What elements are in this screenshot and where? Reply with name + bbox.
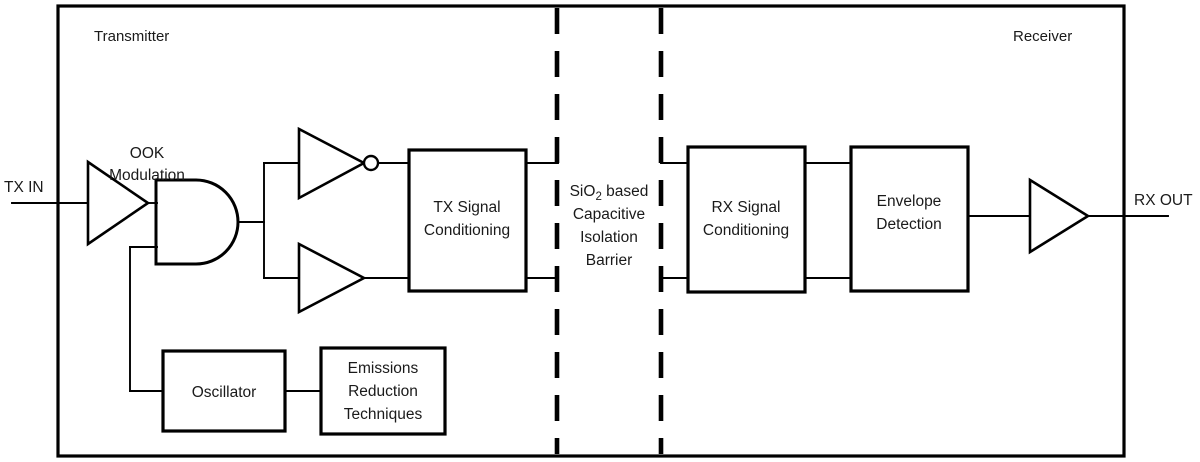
transmitter-label: Transmitter [94, 28, 169, 45]
barrier-label-line2: Capacitive [573, 206, 645, 223]
barrier-label-line1: SiO2 based [570, 183, 649, 203]
envelope-detection-block [849, 145, 970, 293]
tx-in-label: TX IN [4, 179, 44, 196]
barrier-label-line3: Isolation [580, 229, 638, 246]
emissions-reduction-label-line3: Techniques [344, 406, 423, 423]
rx-signal-conditioning-block [686, 145, 807, 294]
barrier-based-text: based [602, 183, 649, 200]
tx-signal-conditioning-label-line2: Conditioning [424, 222, 510, 239]
rx-signal-conditioning-label-line1: RX Signal [712, 199, 781, 216]
envelope-detection-label-line1: Envelope [877, 193, 942, 210]
input-buffer-amplifier [86, 159, 151, 247]
oscillator-block [161, 349, 287, 433]
emissions-reduction-label-line2: Reduction [348, 383, 418, 400]
emissions-reduction-block [319, 346, 447, 436]
envelope-detection-label-line2: Detection [876, 216, 941, 233]
and-gate [154, 178, 240, 266]
rx-signal-conditioning-label-line2: Conditioning [703, 222, 789, 239]
tx-signal-conditioning-block [407, 148, 528, 293]
barrier-label-line4: Barrier [586, 252, 633, 269]
rx-out-label: RX OUT [1134, 192, 1193, 209]
buffer-gate [297, 241, 367, 315]
ook-modulation-label-line2: Modulation [109, 167, 185, 184]
ook-modulation-label-line1: OOK [130, 145, 165, 162]
receiver-label: Receiver [1013, 28, 1072, 45]
barrier-sio2-text: SiO [570, 183, 596, 200]
inverter-bubble-icon [362, 154, 380, 172]
oscillator-label: Oscillator [192, 384, 257, 401]
inverter-gate [297, 126, 367, 201]
output-buffer-amplifier [1028, 177, 1091, 255]
device-outline [56, 4, 1126, 458]
barrier-sio2-subscript: 2 [595, 191, 601, 203]
emissions-reduction-label-line1: Emissions [348, 360, 419, 377]
tx-signal-conditioning-label-line1: TX Signal [433, 199, 500, 216]
